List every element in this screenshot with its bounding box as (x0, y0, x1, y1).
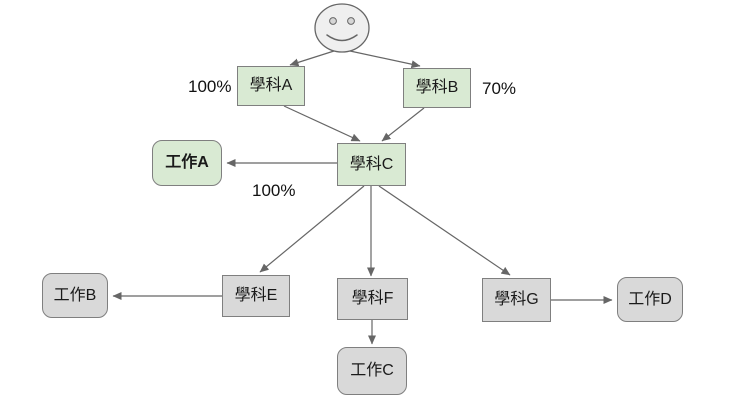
node-subject-e: 學科E (222, 275, 290, 317)
edge-label-subject-b-percent: 70% (482, 79, 517, 98)
edge-lines (112, 50, 613, 345)
edge-person-to-subject-b (349, 50, 421, 69)
edge-subject-a-to-subject-c (283, 105, 361, 142)
node-job-c: 工作C (337, 347, 407, 395)
edge-person-to-subject-a (289, 50, 335, 67)
node-job-d: 工作D (617, 277, 683, 322)
edge-subject-c-to-subject-e (259, 185, 365, 273)
edge-label-subject-a-percent: 100% (188, 77, 232, 96)
edge-subject-c-to-subject-g (378, 185, 511, 276)
node-subject-a: 學科A (237, 66, 305, 106)
smiley-face-icon (314, 3, 370, 53)
edge-label-job-a-percent: 100% (252, 181, 296, 200)
node-subject-b: 學科B (403, 68, 471, 108)
node-subject-c: 學科C (337, 143, 406, 186)
node-subject-f: 學科F (337, 278, 408, 320)
node-subject-g: 學科G (482, 278, 551, 322)
edge-subject-b-to-subject-c (381, 107, 425, 142)
node-job-b: 工作B (42, 273, 108, 318)
node-job-a: 工作A (152, 140, 222, 186)
